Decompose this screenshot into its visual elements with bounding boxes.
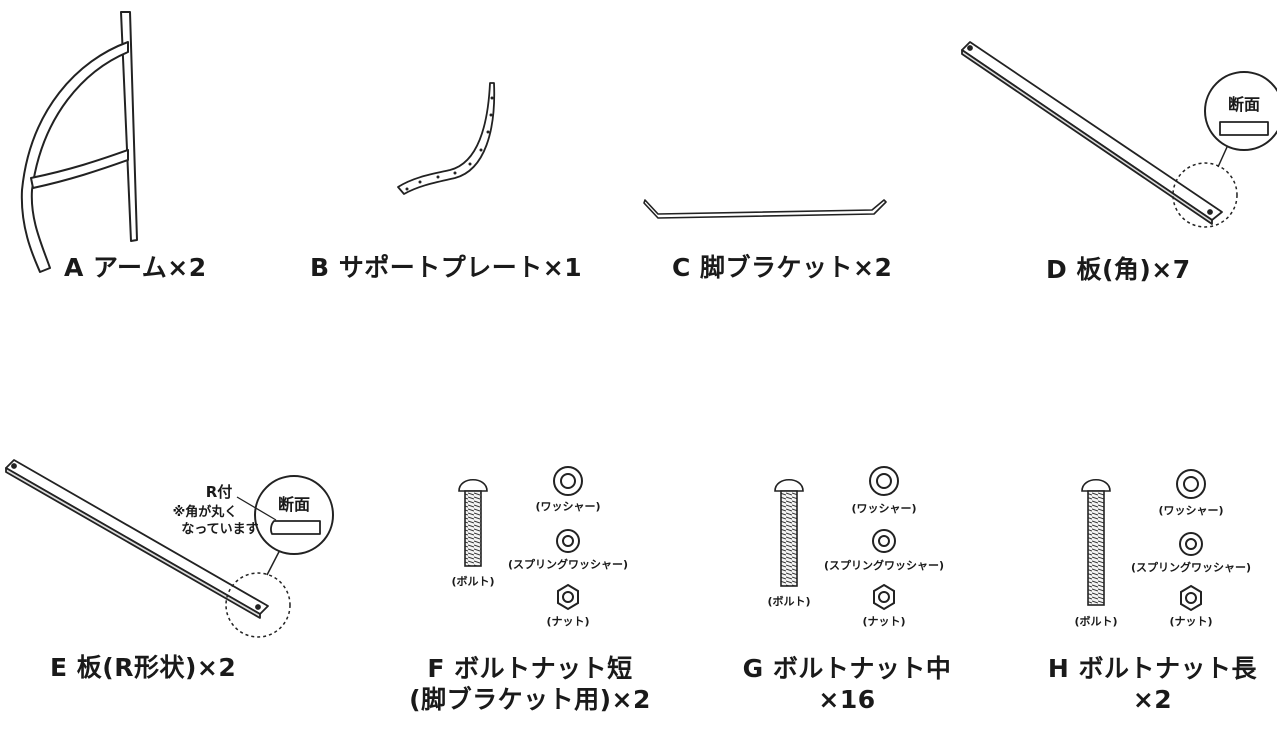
part-g-washer-label: (ワッシャー) xyxy=(851,502,916,515)
part-f-washer-label: (ワッシャー) xyxy=(535,500,600,513)
part-f-spring-washer-icon xyxy=(556,529,580,553)
part-e-note-line2: なっています xyxy=(181,522,258,537)
part-g-nut-label: (ナット) xyxy=(862,615,905,628)
part-h-spring-washer-label: (スプリングワッシャー) xyxy=(1131,560,1251,574)
part-h-bolt-label: (ボルト) xyxy=(1074,614,1117,628)
part-e-board-drawing xyxy=(5,459,334,638)
part-c-leg-bracket-drawing xyxy=(643,199,887,219)
part-f-bolt-label: (ボルト) xyxy=(451,574,494,588)
part-e-label: E 板(R形状)×2 xyxy=(50,653,237,682)
part-g-washer-icon xyxy=(869,466,899,496)
part-d-board-drawing xyxy=(961,41,1277,228)
part-h-bolt-drawing xyxy=(1081,478,1111,606)
part-h-label-line2: ×2 xyxy=(1132,685,1173,714)
part-g-label-line2: ×16 xyxy=(818,685,876,714)
part-e-cross-section-label: 断面 xyxy=(278,495,310,514)
part-b-support-plate-drawing xyxy=(397,82,496,195)
part-b-label: B サポートプレート×1 xyxy=(310,253,583,282)
part-g-spring-washer-icon xyxy=(872,529,896,553)
part-a-label: A アーム×2 xyxy=(64,253,207,282)
part-f-washer-icon xyxy=(553,466,583,496)
part-f-spring-washer-label: (スプリングワッシャー) xyxy=(508,557,628,571)
part-h-nut-label: (ナット) xyxy=(1169,615,1212,628)
part-a-arm-drawing xyxy=(20,11,138,273)
part-g-bolt-label: (ボルト) xyxy=(767,594,810,608)
part-f-label-line2: (脚ブラケット用)×2 xyxy=(409,685,651,714)
part-h-nut-icon xyxy=(1180,584,1202,612)
part-h-label-line1: H ボルトナット長 xyxy=(1047,654,1258,683)
part-d-label: D 板(角)×7 xyxy=(1046,255,1191,284)
part-d-cross-section-label: 断面 xyxy=(1228,95,1260,114)
part-g-spring-washer-label: (スプリングワッシャー) xyxy=(824,558,944,572)
part-g-label-line1: G ボルトナット中 xyxy=(742,654,952,683)
part-h-washer-icon xyxy=(1176,469,1206,499)
part-f-bolt-drawing xyxy=(458,478,488,567)
part-g-nut-icon xyxy=(873,583,895,611)
part-c-label: C 脚ブラケット×2 xyxy=(672,253,893,282)
part-f-nut-icon xyxy=(557,583,579,611)
part-e-note-line1: ※角が丸く xyxy=(173,504,238,520)
part-e-r-note: R付 xyxy=(206,483,233,501)
part-h-washer-label: (ワッシャー) xyxy=(1158,504,1223,517)
part-f-label-line1: F ボルトナット短 xyxy=(427,654,633,683)
part-g-bolt-drawing xyxy=(774,478,804,587)
part-h-spring-washer-icon xyxy=(1179,532,1203,556)
part-f-nut-label: (ナット) xyxy=(546,615,589,628)
